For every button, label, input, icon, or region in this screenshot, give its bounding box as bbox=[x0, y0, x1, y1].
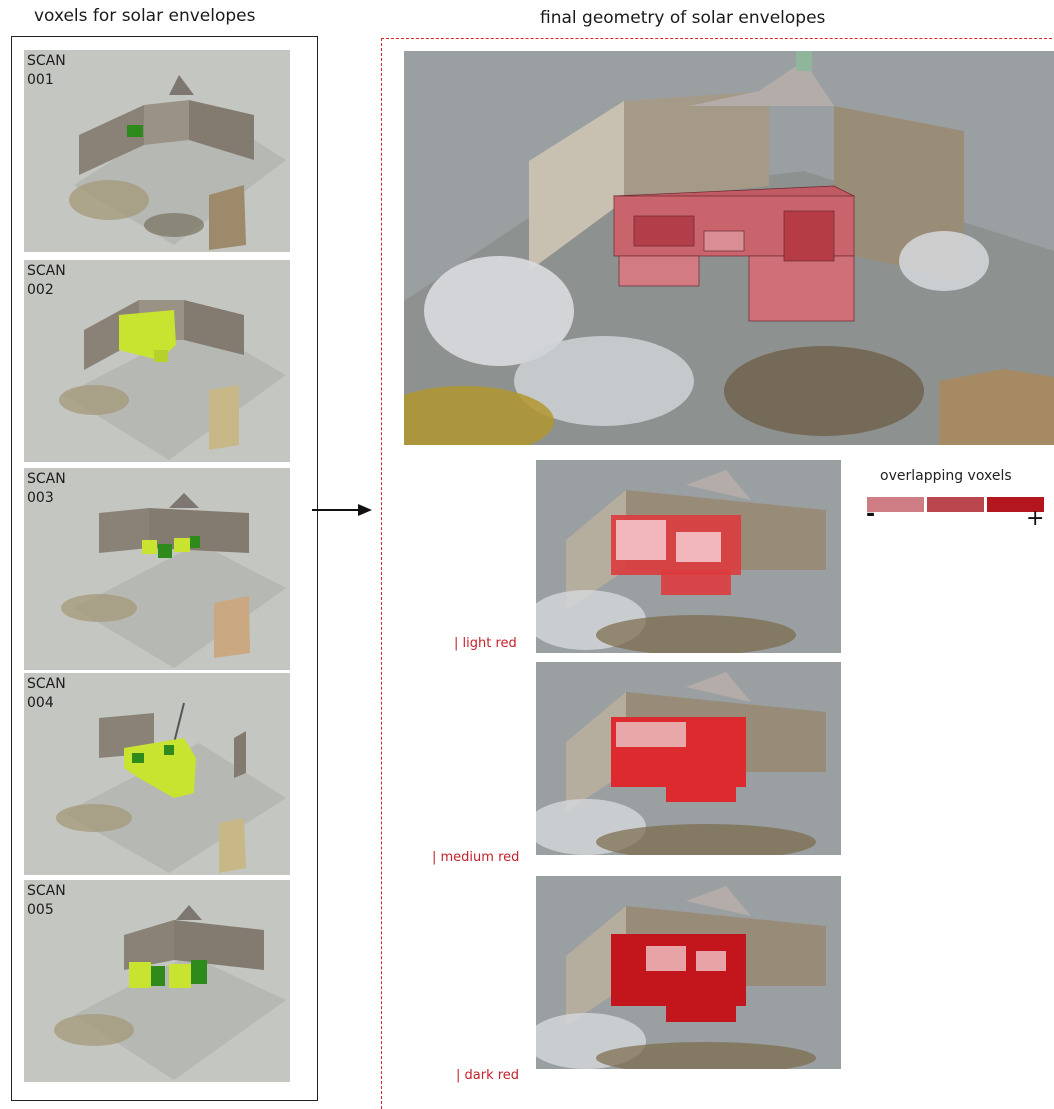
right-panel-title: final geometry of solar envelopes bbox=[540, 8, 826, 28]
legend-title: overlapping voxels bbox=[880, 468, 1012, 484]
scan-005-pointcloud bbox=[54, 905, 286, 1080]
dark-red-voxels bbox=[611, 934, 746, 1022]
dark-red-label: | dark red bbox=[456, 1068, 520, 1083]
voxel-envelope bbox=[612, 185, 856, 322]
arrow-right-icon bbox=[312, 504, 372, 516]
legend-swatch-light bbox=[867, 497, 924, 512]
medium-red-model bbox=[536, 672, 826, 855]
scan-001-pointcloud bbox=[69, 75, 286, 250]
light-red-voxels bbox=[611, 515, 741, 595]
final-envelope-model bbox=[404, 51, 1054, 445]
legend-min-symbol: - bbox=[866, 502, 876, 527]
dark-red-model bbox=[536, 886, 826, 1069]
final-geometry-panel bbox=[381, 38, 1054, 1109]
scan-004-pointcloud bbox=[56, 702, 286, 873]
scan-002-pointcloud bbox=[59, 300, 286, 460]
dark-red-render bbox=[536, 876, 841, 1069]
legend-max-symbol: + bbox=[1026, 506, 1045, 531]
scan-003-pointcloud bbox=[61, 493, 286, 668]
medium-red-render bbox=[536, 662, 841, 855]
legend-swatch-dark bbox=[987, 497, 1044, 512]
legend-swatch-medium bbox=[927, 497, 984, 512]
light-red-render bbox=[536, 460, 841, 653]
medium-red-label: | medium red bbox=[432, 850, 520, 865]
left-panel-title: voxels for solar envelopes bbox=[34, 6, 256, 26]
light-red-model bbox=[536, 470, 826, 653]
medium-red-voxels bbox=[611, 717, 746, 802]
final-envelope-render bbox=[404, 51, 1054, 445]
light-red-label: | light red bbox=[454, 636, 517, 651]
